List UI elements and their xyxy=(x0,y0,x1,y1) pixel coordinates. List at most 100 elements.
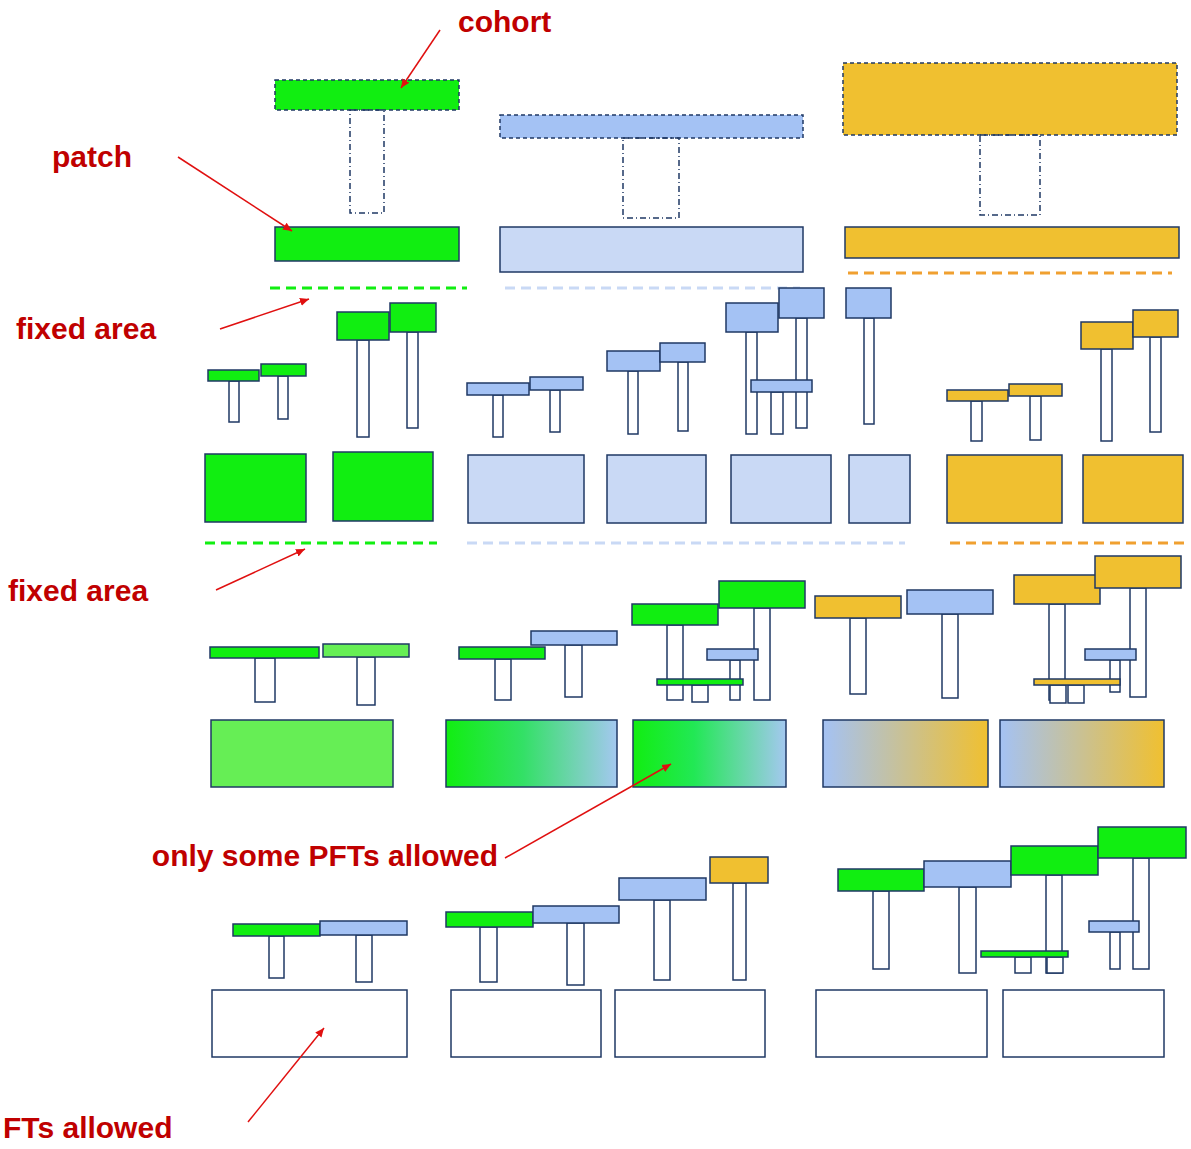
cohort-crown xyxy=(981,951,1068,957)
patch xyxy=(468,455,584,523)
cohort-crown xyxy=(337,312,389,340)
cohort-crown xyxy=(531,631,617,645)
callout-label: only some PFTs allowed xyxy=(152,840,498,872)
cohort-crown xyxy=(275,80,459,110)
cohort-stem xyxy=(850,618,866,694)
patch xyxy=(451,990,601,1057)
cohort-stem xyxy=(493,395,503,437)
cohort-crown xyxy=(1034,679,1120,685)
leader-arrow xyxy=(216,549,305,590)
cohort-crown xyxy=(660,343,705,362)
cohort-stem xyxy=(567,923,584,985)
cohort-stem xyxy=(1150,337,1161,432)
patch xyxy=(633,720,786,787)
cohort-stem xyxy=(678,362,688,431)
fixed-area-line xyxy=(848,272,1172,275)
cohort-stem xyxy=(495,659,511,700)
cohort-stem xyxy=(980,135,1040,215)
cohort-crown xyxy=(261,364,306,376)
cohort-stem xyxy=(1030,396,1041,440)
cohort-stem xyxy=(278,376,288,419)
cohort-stem xyxy=(692,685,708,702)
cohort-stem xyxy=(873,891,889,969)
leader-arrow xyxy=(505,764,671,858)
cohort-crown xyxy=(815,596,901,618)
cohort-stem xyxy=(1047,957,1063,973)
cohort-stem xyxy=(1110,660,1120,692)
cohort-crown xyxy=(320,921,407,935)
row-two xyxy=(205,288,1185,543)
cohort-crown xyxy=(1009,384,1062,396)
cohort-crown xyxy=(210,647,319,658)
cohort-crown xyxy=(467,383,529,395)
cohort-crown xyxy=(843,63,1177,135)
cohort-stem xyxy=(357,340,369,437)
fixed-area-line xyxy=(270,287,467,290)
cohort-stem xyxy=(550,390,560,432)
cohort-crown xyxy=(947,390,1008,401)
cohort-stem xyxy=(942,614,958,698)
patch xyxy=(731,455,831,523)
cohort-crown xyxy=(838,869,924,891)
patch xyxy=(823,720,988,787)
cohort-crown xyxy=(233,924,320,936)
cohort-crown xyxy=(607,351,660,371)
patch xyxy=(607,455,706,523)
patch xyxy=(205,454,306,522)
cohort-crown xyxy=(1133,310,1178,337)
cohort-crown xyxy=(779,288,824,318)
row-one xyxy=(270,63,1179,288)
fixed-area-line xyxy=(505,287,800,290)
patch xyxy=(947,455,1062,523)
callout-label: cohort xyxy=(458,6,551,38)
callout-label: FTs allowed xyxy=(3,1112,172,1144)
cohort-stem xyxy=(1110,932,1120,969)
cohort-crown xyxy=(1081,322,1133,349)
cohort-crown xyxy=(632,604,718,625)
patch xyxy=(211,720,393,787)
cohort-stem xyxy=(654,900,670,980)
cohort-crown xyxy=(1098,827,1186,858)
cohort-crown xyxy=(530,377,583,390)
cohort-crown xyxy=(1089,921,1139,932)
cohort-crown xyxy=(1095,556,1181,588)
cohort-stem xyxy=(356,935,372,982)
callout-label: fixed area xyxy=(8,575,148,607)
cohort-stem xyxy=(667,625,683,700)
cohort-stem xyxy=(269,936,284,978)
leader-arrow xyxy=(401,30,440,88)
cohort-stem xyxy=(1068,685,1084,703)
cohort-crown xyxy=(707,649,758,660)
cohort-stem xyxy=(565,645,582,697)
leader-arrow xyxy=(248,1028,324,1122)
patch xyxy=(1003,990,1164,1057)
cohort-crown xyxy=(446,912,533,927)
cohort-crown xyxy=(657,679,743,685)
cohort-crown xyxy=(1014,575,1100,604)
cohort-crown xyxy=(846,288,891,318)
cohort-crown xyxy=(390,303,436,332)
leader-arrows xyxy=(178,30,671,1122)
row-three xyxy=(210,556,1181,787)
cohort-crown xyxy=(751,380,812,392)
cohort-crown xyxy=(208,370,259,381)
cohort-stem xyxy=(623,138,679,218)
cohort-stem xyxy=(1101,349,1112,441)
patch xyxy=(845,227,1179,258)
cohort-crown xyxy=(619,878,706,900)
cohort-stem xyxy=(1133,858,1149,969)
cohort-stem xyxy=(407,332,418,428)
cohort-crown xyxy=(907,590,993,614)
cohort-stem xyxy=(971,401,982,441)
cohort-stem xyxy=(255,658,275,702)
patch xyxy=(500,227,803,272)
cohort-stem xyxy=(1050,685,1066,703)
cohort-crown xyxy=(924,861,1011,887)
fixed-area-line xyxy=(950,542,1185,545)
fixed-area-line xyxy=(205,542,437,545)
cohort-stem xyxy=(1015,957,1031,973)
cohort-stem xyxy=(480,927,497,982)
patch xyxy=(849,455,910,523)
